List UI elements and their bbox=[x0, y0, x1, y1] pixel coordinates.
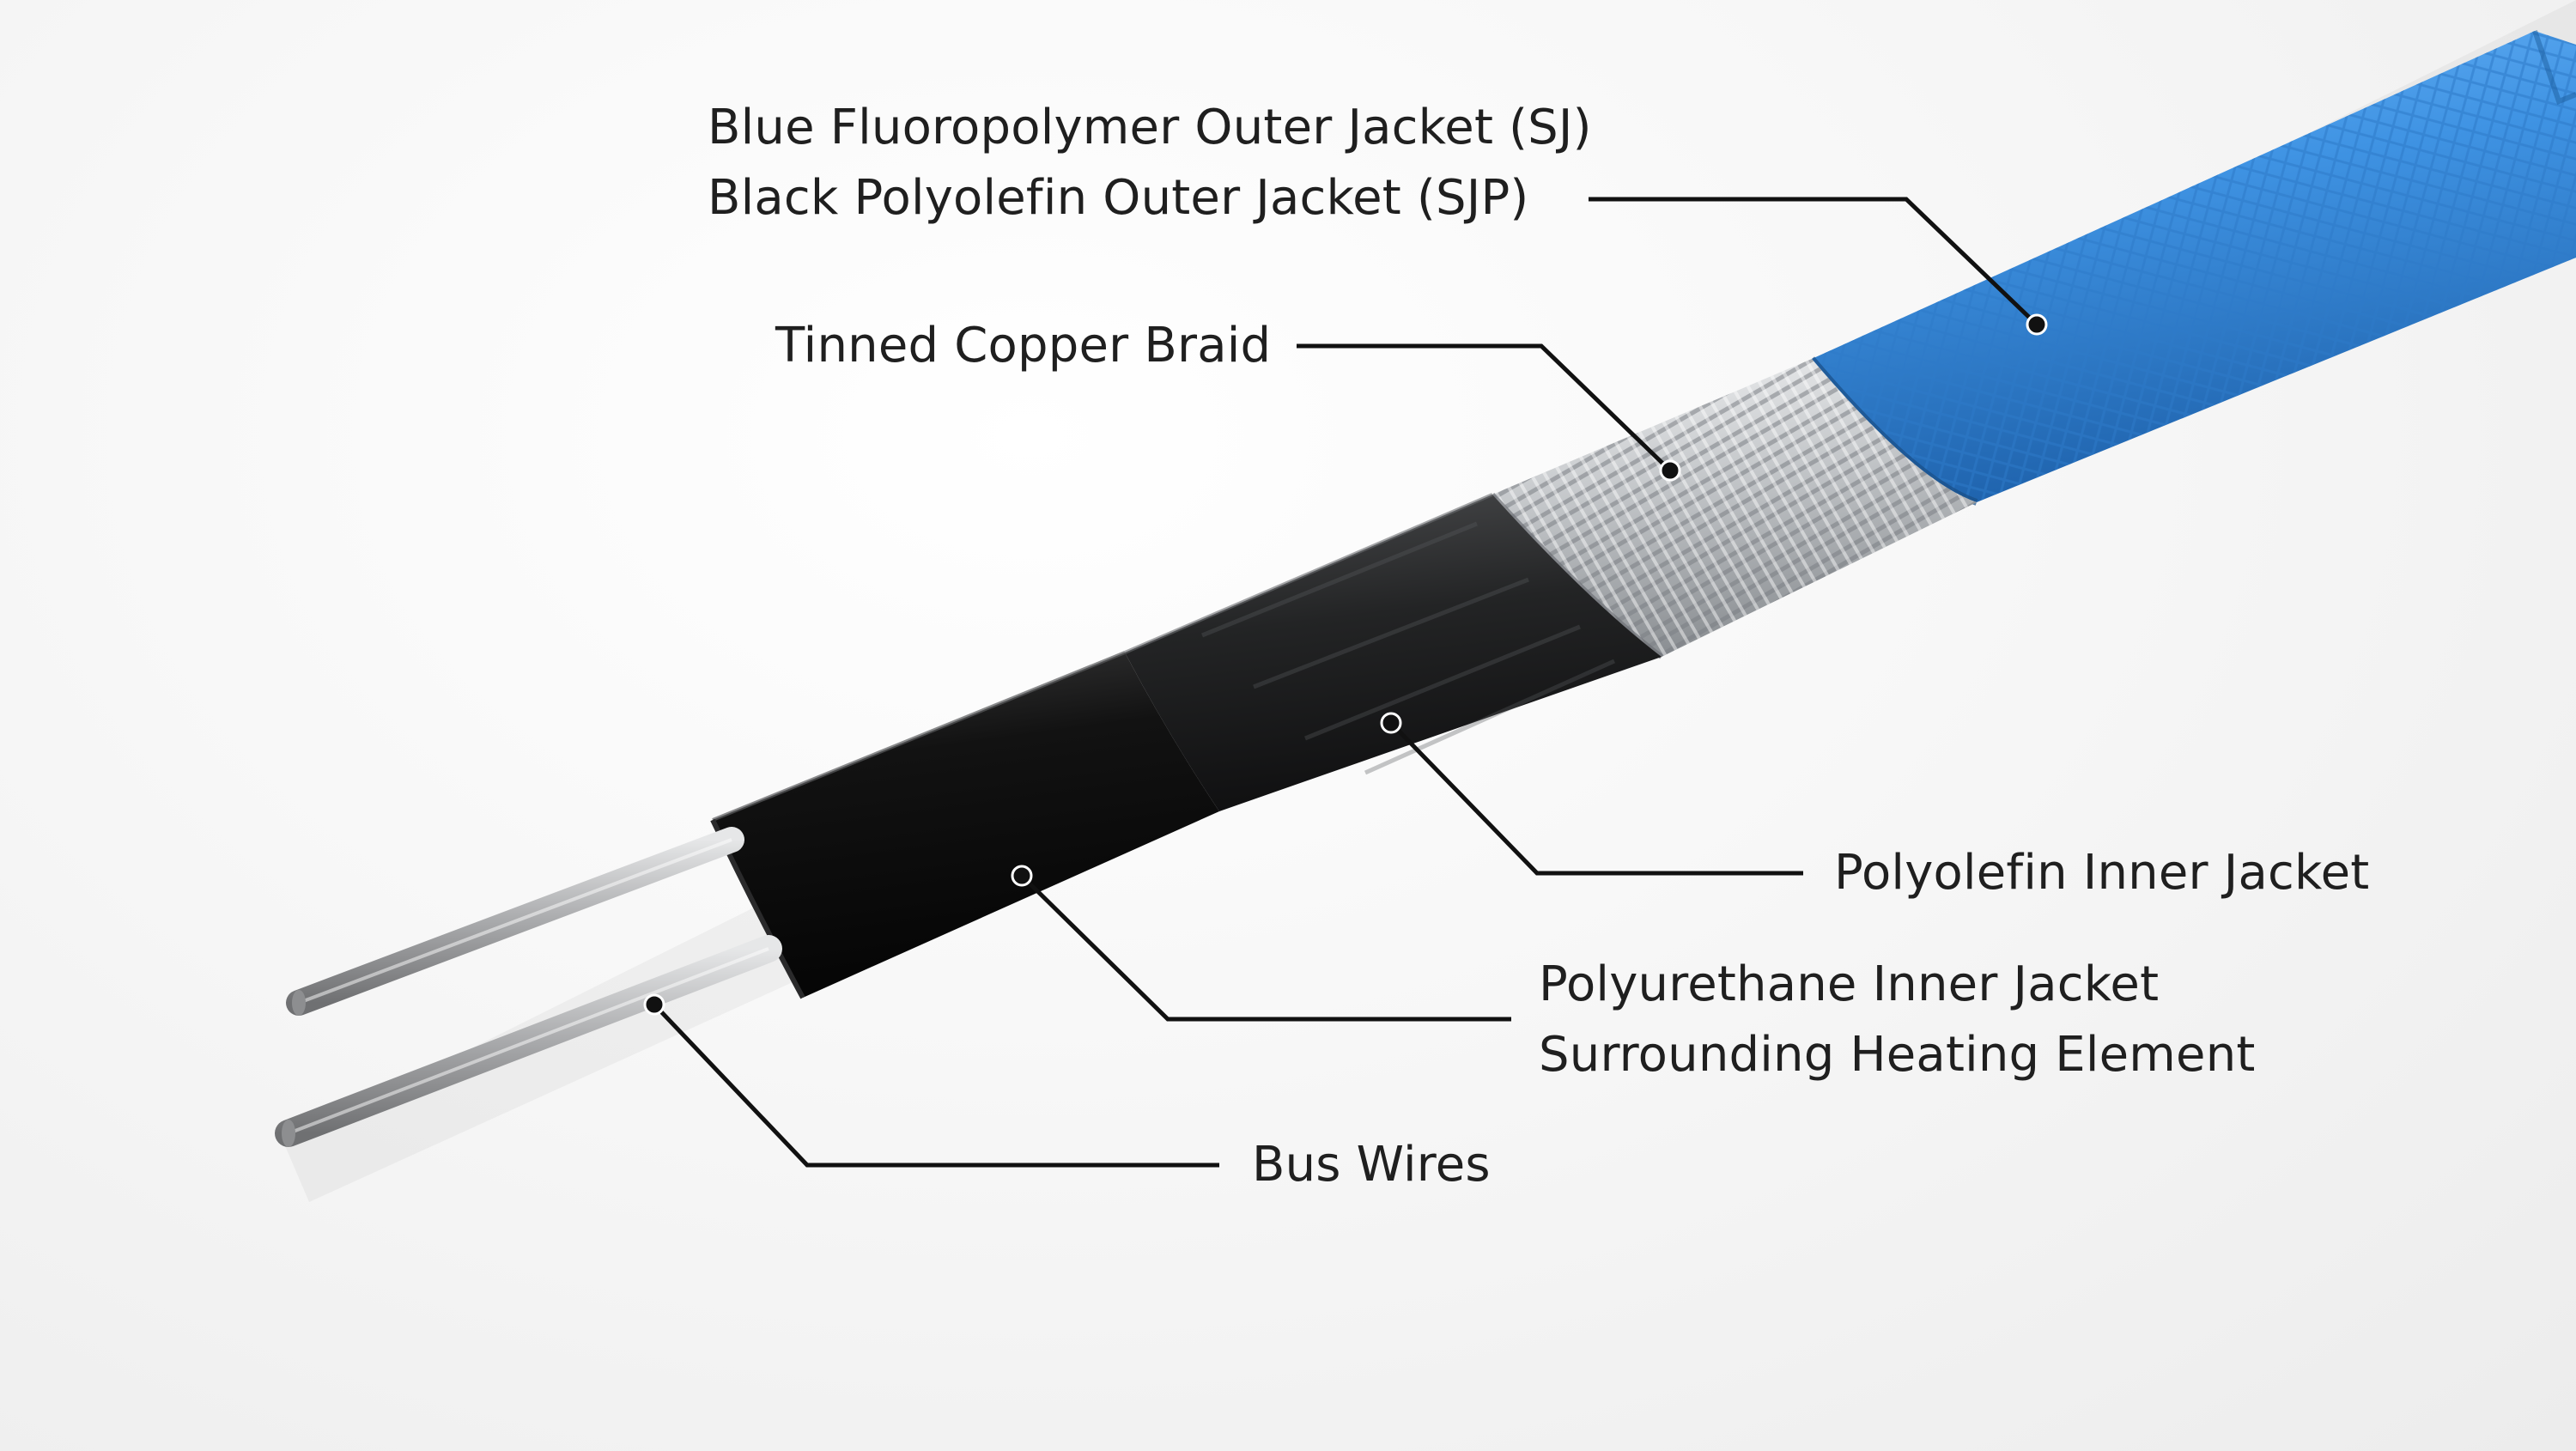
dot-bus-wires bbox=[643, 993, 665, 1016]
outer-jacket-section bbox=[1808, 30, 2576, 506]
label-outer-jacket-line2: Black Polyolefin Outer Jacket (SJP) bbox=[708, 170, 1529, 226]
leader-dots bbox=[643, 313, 2048, 1016]
bus-wires bbox=[275, 827, 782, 1147]
polyurethane-core-section bbox=[710, 651, 1219, 999]
polyolefin-inner-jacket-section bbox=[1124, 493, 1662, 811]
leader-bus-wires bbox=[653, 1003, 1219, 1168]
label-polyurethane-inner: Polyurethane Inner Jacket Surrounding He… bbox=[1539, 950, 2256, 1090]
leader-lines bbox=[653, 197, 2038, 1168]
leader-polyurethane bbox=[1020, 874, 1511, 1022]
label-polyurethane-inner-line1: Polyurethane Inner Jacket bbox=[1539, 956, 2160, 1012]
label-polyurethane-inner-line2: Surrounding Heating Element bbox=[1539, 1027, 2256, 1083]
copper-braid-section bbox=[1490, 359, 1977, 659]
label-polyolefin-inner-line1: Polyolefin Inner Jacket bbox=[1834, 845, 2370, 901]
label-outer-jacket: Blue Fluoropolymer Outer Jacket (SJ) Bla… bbox=[708, 93, 1592, 234]
dot-outer-jacket bbox=[2026, 313, 2048, 336]
label-bus-wires: Bus Wires bbox=[1252, 1130, 1491, 1200]
label-outer-jacket-line1: Blue Fluoropolymer Outer Jacket (SJ) bbox=[708, 100, 1592, 155]
label-braid: Tinned Copper Braid bbox=[775, 311, 1271, 381]
leader-outer-jacket bbox=[1589, 197, 2038, 326]
label-braid-line1: Tinned Copper Braid bbox=[775, 318, 1272, 373]
label-polyolefin-inner: Polyolefin Inner Jacket bbox=[1834, 838, 2369, 908]
leader-polyolefin bbox=[1389, 721, 1803, 876]
leader-braid bbox=[1297, 343, 1672, 472]
dot-polyolefin bbox=[1380, 712, 1402, 734]
dot-braid bbox=[1659, 459, 1681, 482]
dot-polyurethane bbox=[1011, 865, 1033, 887]
label-bus-wires-line1: Bus Wires bbox=[1252, 1137, 1491, 1193]
